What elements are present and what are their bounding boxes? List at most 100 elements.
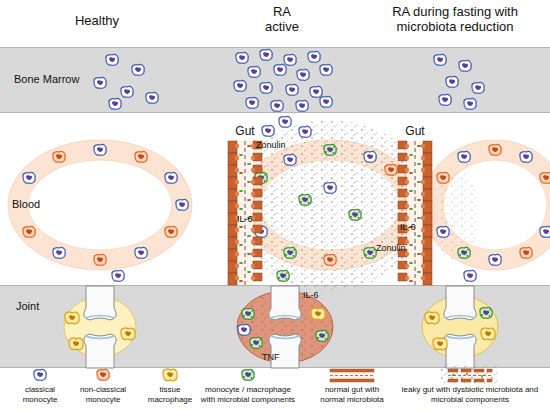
gut-villus: [405, 216, 409, 220]
classical-monocyte: [271, 100, 283, 111]
gut-villus: [405, 144, 409, 148]
gut-lumen: [407, 141, 423, 285]
classical-monocyte: [284, 154, 296, 165]
mediator-label: IL-6: [237, 214, 253, 224]
non-classical-monocyte: [540, 172, 550, 183]
gut-villus: [421, 192, 425, 196]
legend-gut-midline: [448, 375, 492, 376]
legend-classical-monocyte: [34, 369, 46, 380]
classical-monocyte: [146, 92, 158, 103]
gut-villus: [405, 168, 409, 172]
legend-gut-wall: [448, 379, 458, 382]
classical-monocyte: [520, 151, 532, 162]
legend-gut-wall: [487, 369, 492, 372]
gut-bacterium: [239, 172, 243, 174]
tissue-macrophage: [69, 338, 83, 350]
gut-villus: [251, 204, 255, 208]
classical-monocyte: [310, 86, 322, 97]
legend-text: tissue macrophage: [143, 385, 197, 404]
microbial-monocyte: [299, 194, 311, 205]
classical-monocyte: [112, 270, 124, 281]
classical-monocyte: [23, 172, 35, 183]
bone-marrow-band: Bone Marrow: [0, 47, 550, 113]
joint-bones: [84, 286, 117, 368]
gut-villus: [235, 252, 239, 256]
classical-monocyte: [299, 126, 311, 137]
classical-monocyte: [260, 82, 272, 93]
tissue-macrophage: [425, 312, 439, 324]
tissue-macrophage: [433, 338, 447, 350]
gut-villus: [251, 228, 255, 232]
gut-villus: [421, 276, 425, 280]
non-classical-monocyte: [53, 151, 65, 162]
microbial-monocyte: [242, 308, 254, 319]
gut-villus: [421, 204, 425, 208]
legend-gut-wall: [474, 379, 484, 382]
gut-lumen: [237, 141, 253, 285]
legend-non-classical-monocyte: [97, 369, 109, 380]
legend-gut-wall: [330, 369, 374, 372]
classical-monocyte: [446, 76, 458, 87]
legend-tissue-macrophage: [163, 369, 177, 381]
gut-bacterium: [417, 235, 421, 237]
inflamed-synovium: [237, 291, 333, 363]
gut-bacterium: [409, 172, 413, 174]
classical-monocyte: [262, 125, 274, 136]
column-header: RA during fasting with microbiota reduct…: [380, 4, 530, 34]
classical-monocyte: [106, 54, 118, 65]
gut-villus: [235, 240, 239, 244]
gut-villus: [405, 156, 409, 160]
non-classical-monocyte: [489, 144, 501, 155]
classical-monocyte: [489, 254, 501, 265]
classical-monocyte: [324, 182, 336, 193]
blood-band: BloodGutGut: [0, 113, 550, 285]
gut-bacterium: [239, 226, 243, 228]
gut-villus: [235, 204, 239, 208]
classical-monocyte: [320, 64, 332, 75]
legend-text: classical monocyte: [15, 385, 65, 404]
classical-monocyte: [53, 247, 65, 258]
gut-bacterium: [417, 199, 421, 201]
column-header: RA active: [260, 4, 304, 34]
non-classical-monocyte: [437, 172, 449, 183]
legend-gut-wall: [487, 379, 492, 382]
classical-monocyte: [236, 52, 248, 63]
gut-bacterium: [239, 190, 243, 192]
mediator-label: TNF: [262, 352, 280, 362]
gut-villus: [405, 264, 409, 268]
blood-vessel-ring: [433, 150, 550, 260]
gut-villus: [251, 192, 255, 196]
non-classical-monocyte: [385, 164, 397, 175]
vessel-edge: [8, 140, 192, 270]
microbial-monocyte: [316, 330, 328, 341]
microbial-monocyte: [364, 247, 376, 258]
joint-capsule: [64, 297, 136, 357]
legend-gut-wall: [461, 369, 471, 372]
node-label: Joint: [16, 300, 39, 312]
gut-villus: [421, 240, 425, 244]
classical-monocyte: [439, 94, 451, 105]
gut-bacterium: [417, 163, 421, 165]
non-classical-monocyte: [165, 226, 177, 237]
classical-monocyte: [540, 226, 550, 237]
mediator-label: Zonulin: [376, 243, 406, 253]
microbial-monocyte: [277, 270, 289, 281]
gut-villus: [405, 192, 409, 196]
legend-bacterium: [466, 373, 468, 375]
gut-villus: [251, 156, 255, 160]
non-classical-monocyte: [520, 247, 532, 258]
classical-monocyte: [165, 172, 177, 183]
classical-monocyte: [464, 98, 476, 109]
gut-villus: [251, 168, 255, 172]
gut-villus: [251, 144, 255, 148]
gut-bacterium: [247, 271, 251, 273]
microbial-monocyte: [284, 247, 296, 258]
gut-bacterium: [409, 280, 413, 282]
gut-midline: [415, 141, 416, 285]
classical-monocyte: [364, 151, 376, 162]
gut-bacterium: [409, 190, 413, 192]
mediator-label: IL-6: [400, 222, 416, 232]
blood-vessel-ring: [18, 150, 182, 260]
